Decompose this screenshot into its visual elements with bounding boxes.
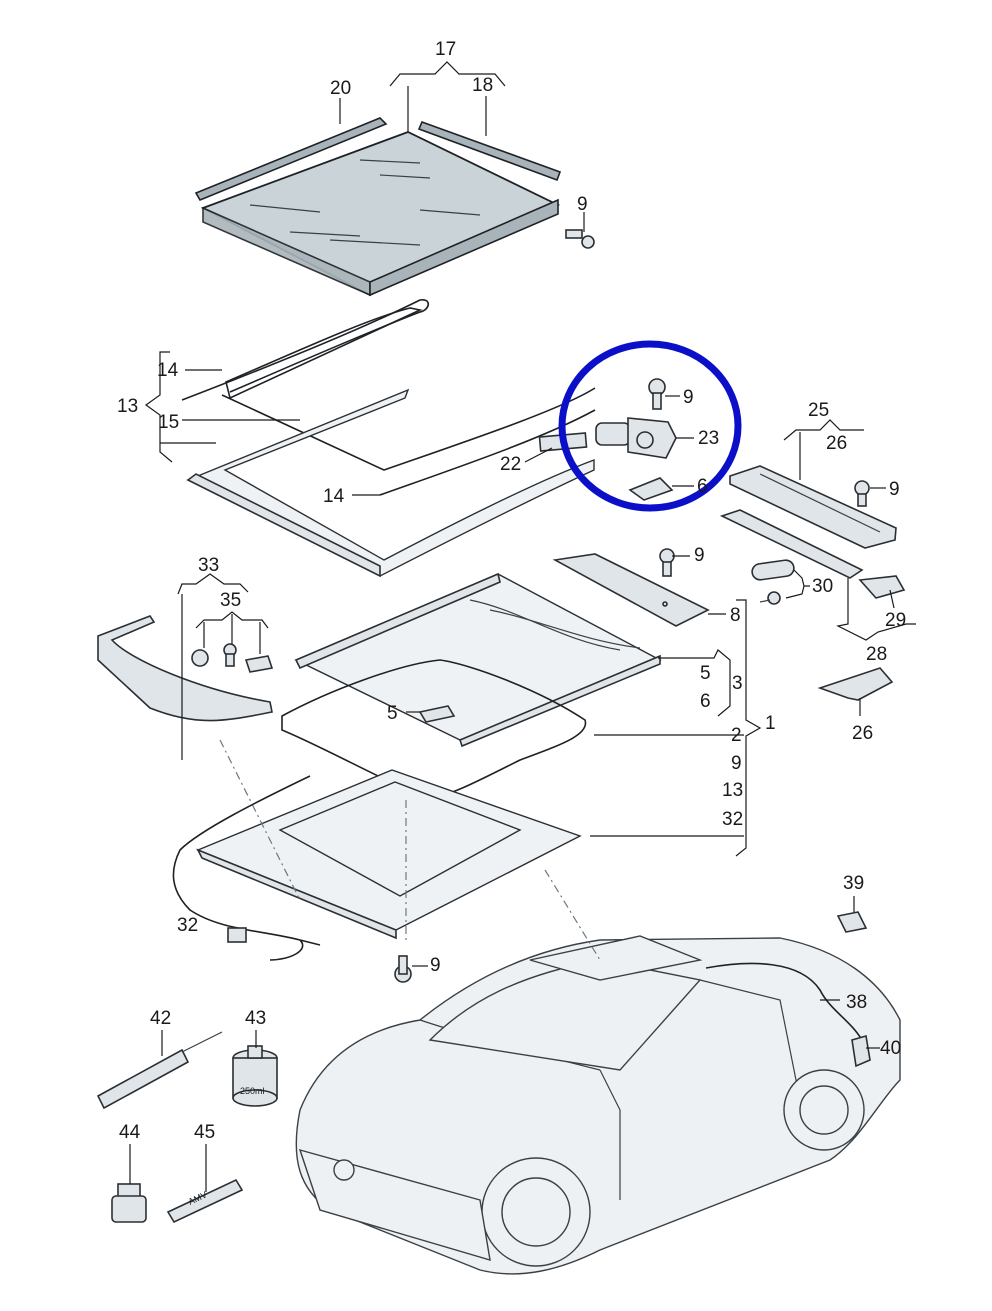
callout-38: 38 — [846, 992, 867, 1013]
deflector-clip — [191, 649, 209, 667]
callout-23: 23 — [698, 428, 719, 449]
sealant-can: 250ml — [232, 1045, 278, 1107]
callout-9-panel: 9 — [694, 545, 705, 566]
sunroof-mechanism-frame — [294, 572, 662, 748]
wind-deflector-panel — [552, 553, 710, 627]
deflector-holder — [244, 655, 274, 673]
drain-valve — [851, 1034, 871, 1068]
hose-clip — [836, 911, 868, 933]
callout-1: 1 — [765, 713, 776, 734]
callout-26-bottom: 26 — [852, 723, 873, 744]
sunroof-frame-seal — [186, 388, 595, 578]
callout-35: 35 — [220, 590, 241, 611]
callout-15: 15 — [158, 412, 179, 433]
leader-lines — [129, 61, 916, 1192]
callout-39: 39 — [843, 873, 864, 894]
adhesive-bottle — [111, 1183, 147, 1223]
callout-22: 22 — [500, 454, 521, 475]
callout-6-motor: 6 — [697, 476, 708, 497]
guide-rail-upper — [729, 465, 897, 549]
callout-17: 17 — [435, 39, 456, 60]
drain-hose-wiring — [172, 775, 321, 961]
callout-9-glass: 9 — [577, 194, 588, 215]
callout-5-frame: 5 — [700, 663, 711, 684]
callout-14-bottom: 14 — [323, 486, 345, 507]
callout-40: 40 — [880, 1038, 901, 1059]
glass-rear-seal-strip — [417, 120, 562, 182]
roof-drain-hose — [705, 962, 863, 1041]
guide-rail-lower — [719, 509, 864, 579]
callout-20: 20 — [330, 78, 351, 99]
sealant-cartridge — [96, 1031, 223, 1110]
callout-45: 45 — [194, 1122, 215, 1143]
vehicle-illustration — [295, 869, 901, 1275]
motor-bracket — [628, 477, 674, 501]
callout-9-motor: 9 — [683, 387, 694, 408]
callout-18: 18 — [472, 75, 493, 96]
rail-end-cap — [858, 575, 906, 599]
lower-seal-strip — [379, 409, 596, 496]
callout-13: 13 — [117, 396, 138, 417]
can-volume-label: 250ml — [240, 1086, 265, 1096]
callout-9-rail: 9 — [889, 479, 900, 500]
rail-small-screw — [759, 591, 781, 605]
highlight-circle — [558, 340, 742, 512]
callout-5-clip: 5 — [387, 703, 398, 724]
callout-13-list: 13 — [722, 780, 743, 801]
callout-6-frame: 6 — [700, 691, 711, 712]
panel-screw — [659, 548, 675, 577]
rail-bracket — [817, 667, 894, 701]
deflector-screw — [223, 643, 237, 667]
callout-9-bottom: 9 — [430, 955, 441, 976]
callout-30: 30 — [812, 576, 833, 597]
upper-seal-ring — [181, 299, 596, 471]
glass-mounting-screw — [565, 229, 595, 249]
callout-33: 33 — [198, 555, 219, 576]
sunroof-glass-panel — [200, 131, 561, 297]
callout-8: 8 — [730, 605, 741, 626]
callout-9-list: 9 — [731, 753, 742, 774]
roof-skin — [196, 739, 582, 940]
wind-deflector-trim — [97, 615, 273, 722]
callout-labels: 17 20 18 9 14 13 15 14 22 9 23 6 25 26 9… — [117, 39, 906, 1143]
frame-clip — [418, 705, 456, 723]
sunroof-motor — [595, 417, 677, 459]
callout-25: 25 — [808, 400, 829, 421]
rail-slider — [751, 559, 795, 581]
callout-26-top: 26 — [826, 433, 847, 454]
callout-32-list: 32 — [722, 809, 743, 830]
callout-3: 3 — [732, 673, 743, 694]
callout-2: 2 — [731, 725, 742, 746]
callout-43: 43 — [245, 1008, 266, 1029]
callout-32: 32 — [177, 915, 198, 936]
glass-front-trim-strip — [194, 117, 388, 202]
motor-screw — [648, 378, 666, 410]
callout-29: 29 — [885, 610, 906, 631]
frame-bottom-screw — [394, 955, 412, 983]
callout-42: 42 — [150, 1008, 171, 1029]
callout-28: 28 — [866, 644, 887, 665]
adhesive-tube: AMV — [166, 1178, 244, 1224]
callout-44: 44 — [119, 1122, 141, 1143]
callout-14-top: 14 — [157, 360, 179, 381]
rail-screw — [854, 480, 870, 507]
